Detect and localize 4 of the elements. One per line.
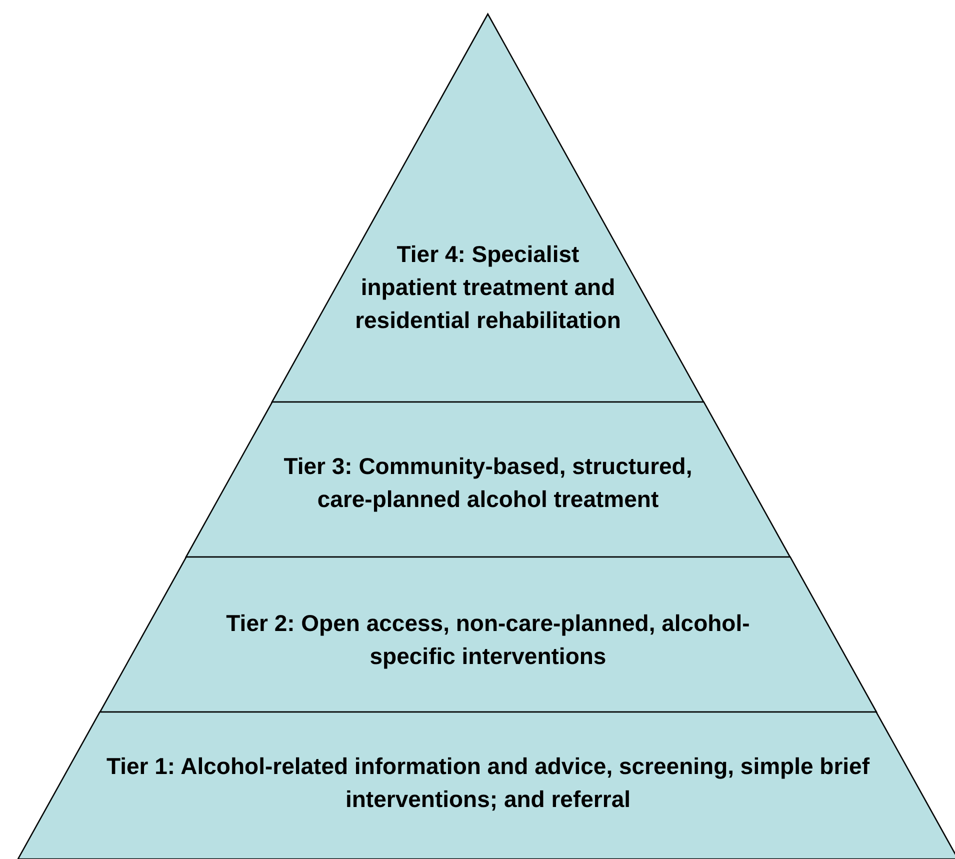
tier-label: Tier 1: Alcohol-related information and advice, screening, simple brief interventions; and referral [105, 752, 871, 814]
tier-label: Tier 2: Open access, non-care-planned, alcohol-specific interventions [225, 609, 751, 671]
tier-label: Tier 3: Community-based, structured, care-planned alcohol treatment [282, 452, 694, 514]
tier-label: Tier 4: Specialist inpatient treatment and residential rehabilitation [354, 240, 622, 335]
